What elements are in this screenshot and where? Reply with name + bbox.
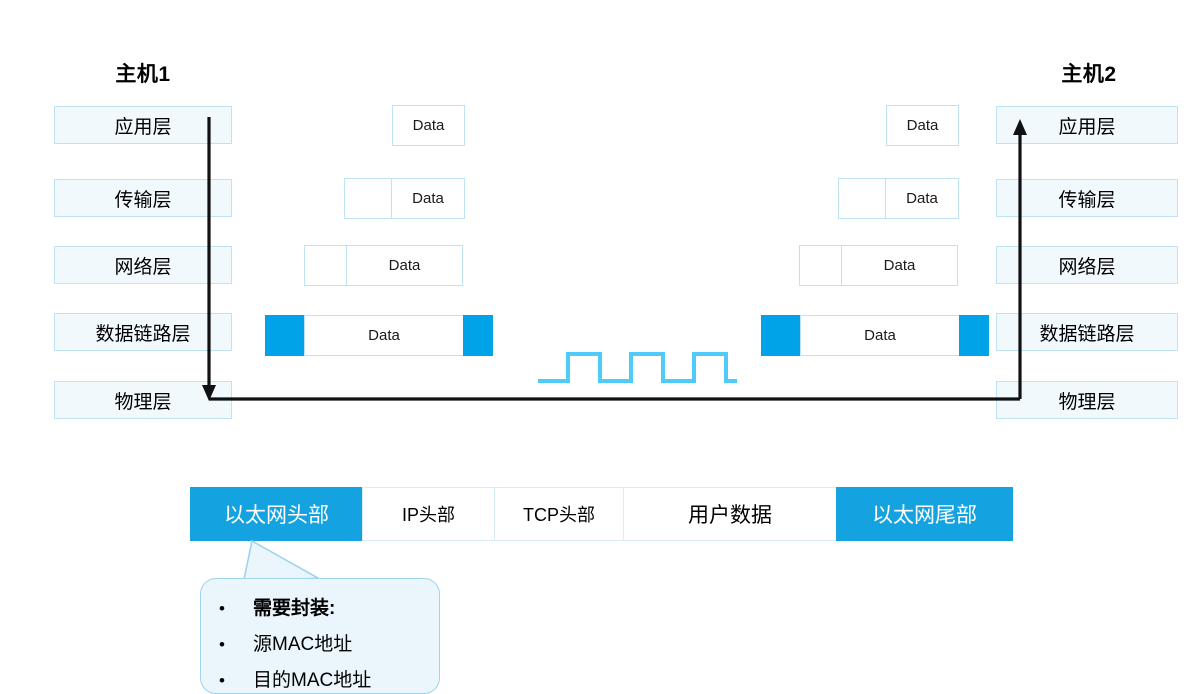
pdu-header xyxy=(838,178,886,219)
layer-box-left-network[interactable]: 网络层 xyxy=(54,246,232,284)
callout-item: • 源MAC地址 xyxy=(219,629,429,665)
frame-seg-ethernet-trailer[interactable]: 以太网尾部 xyxy=(836,487,1013,541)
pdu-frame-header xyxy=(265,315,305,356)
layer-box-left-datalink[interactable]: 数据链路层 xyxy=(54,313,232,351)
pdu-payload: Data xyxy=(391,178,465,219)
pdu-payload: Data xyxy=(886,105,959,146)
layer-box-right-application[interactable]: 应用层 xyxy=(996,106,1178,144)
bullet-glyph: • xyxy=(219,671,225,690)
pdu-payload: Data xyxy=(346,245,463,286)
pdu-right-application: Data xyxy=(886,105,959,146)
frame-seg-ethernet-header[interactable]: 以太网头部 xyxy=(190,487,363,541)
pdu-header xyxy=(799,245,842,286)
callout-item-label: 需要封装: xyxy=(253,598,336,619)
layer-box-right-transport[interactable]: 传输层 xyxy=(996,179,1178,217)
layer-box-right-datalink[interactable]: 数据链路层 xyxy=(996,313,1178,351)
pdu-frame-trailer xyxy=(463,315,493,356)
pdu-payload: Data xyxy=(885,178,959,219)
frame-seg-ip-header[interactable]: IP头部 xyxy=(362,487,495,541)
layer-box-right-physical[interactable]: 物理层 xyxy=(996,381,1178,419)
frame-seg-user-data[interactable]: 用户数据 xyxy=(623,487,837,541)
pdu-frame-header xyxy=(761,315,801,356)
pdu-header xyxy=(304,245,347,286)
layer-box-left-application[interactable]: 应用层 xyxy=(54,106,232,144)
host-title-left: 主机1 xyxy=(115,63,171,86)
host-title-right: 主机2 xyxy=(1061,63,1117,86)
pdu-frame-trailer xyxy=(959,315,989,356)
pdu-left-application: Data xyxy=(392,105,465,146)
pdu-payload: Data xyxy=(392,105,465,146)
callout-bubble: • 需要封装: • 源MAC地址 • 目的MAC地址 xyxy=(200,578,440,694)
pdu-right-datalink: Data xyxy=(761,315,989,356)
pdu-payload: Data xyxy=(800,315,960,356)
layer-box-left-physical[interactable]: 物理层 xyxy=(54,381,232,419)
pdu-left-transport: Data xyxy=(344,178,465,219)
pdu-right-transport: Data xyxy=(838,178,959,219)
pdu-left-network: Data xyxy=(304,245,463,286)
callout-item-label: 源MAC地址 xyxy=(253,634,353,655)
pdu-header xyxy=(344,178,392,219)
callout-item-label: 目的MAC地址 xyxy=(253,670,372,691)
frame-seg-tcp-header[interactable]: TCP头部 xyxy=(494,487,624,541)
square-wave-signal-icon xyxy=(538,352,737,383)
callout-item: • 目的MAC地址 xyxy=(219,665,429,694)
layer-box-right-network[interactable]: 网络层 xyxy=(996,246,1178,284)
callout-item: • 需要封装: xyxy=(219,593,429,629)
layer-box-left-transport[interactable]: 传输层 xyxy=(54,179,232,217)
pdu-payload: Data xyxy=(841,245,958,286)
pdu-right-network: Data xyxy=(799,245,958,286)
pdu-payload: Data xyxy=(304,315,464,356)
pdu-left-datalink: Data xyxy=(265,315,493,356)
bullet-glyph: • xyxy=(219,635,225,654)
bullet-glyph: • xyxy=(219,599,225,618)
frame-structure-bar: 以太网头部 IP头部 TCP头部 用户数据 以太网尾部 xyxy=(190,487,1013,541)
